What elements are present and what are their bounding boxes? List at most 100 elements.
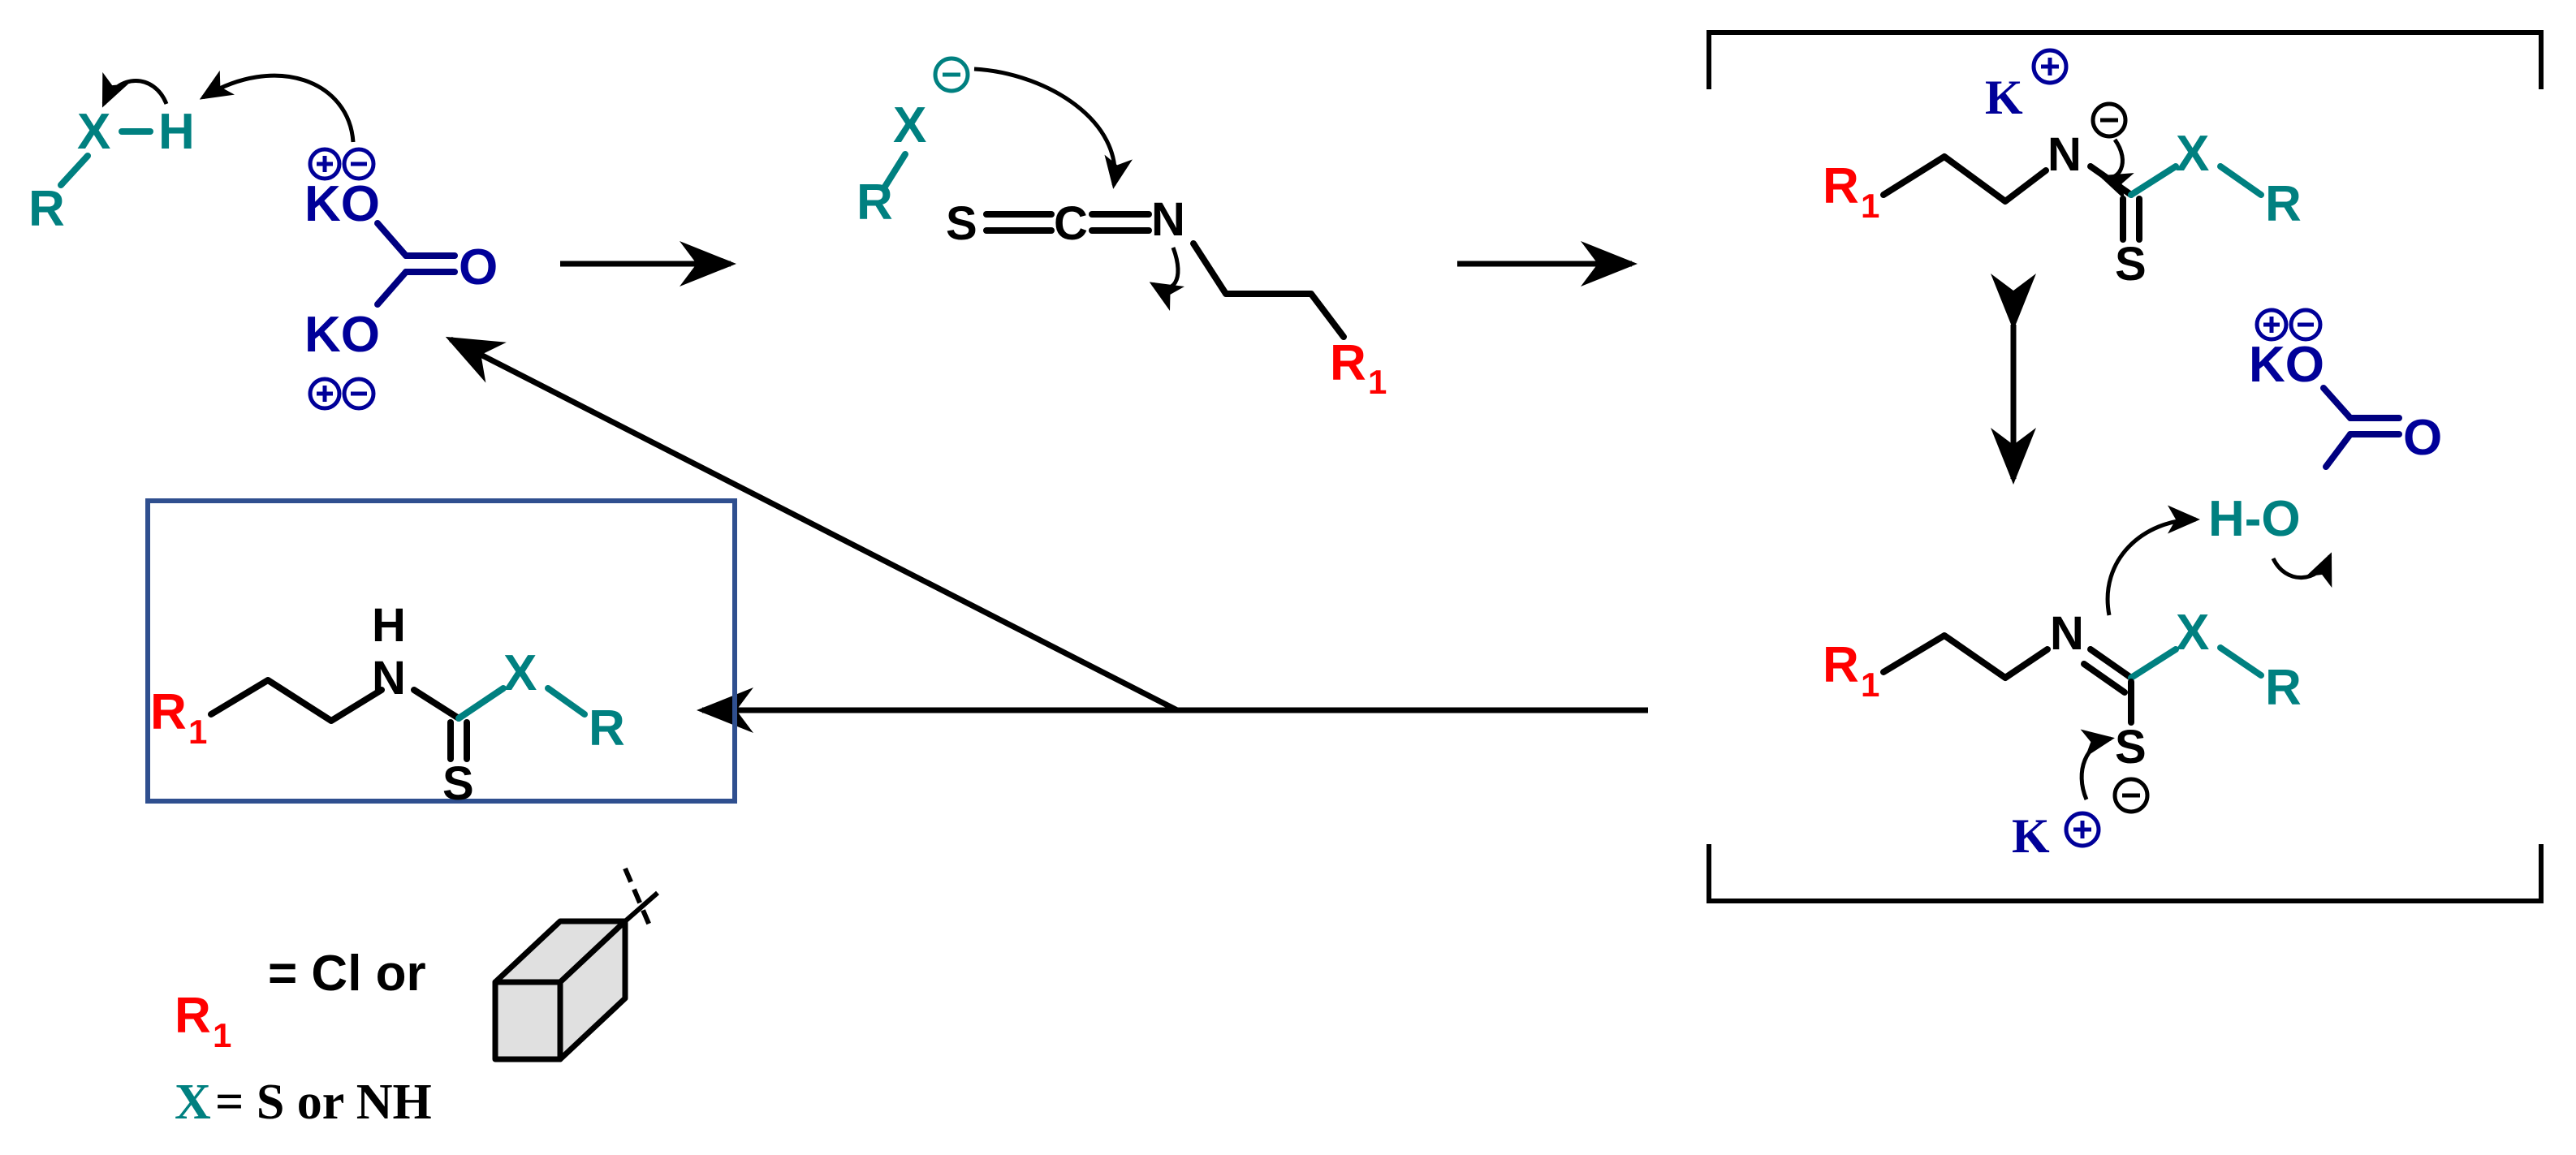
minus-charge-icon bbox=[2289, 308, 2323, 342]
atom-c: C bbox=[1054, 197, 1088, 250]
atom-h-o: H-O bbox=[2208, 491, 2301, 547]
legend-r1-text: = Cl or bbox=[268, 946, 426, 1002]
atom-x: X bbox=[503, 645, 537, 701]
curly-arrow-k bbox=[2079, 729, 2115, 800]
legend-r1-sub: 1 bbox=[213, 1016, 231, 1054]
ethyl-chain bbox=[208, 677, 385, 724]
atom-r: R bbox=[28, 181, 65, 237]
curly-arrow-o-to-h bbox=[199, 70, 356, 143]
circle-shape bbox=[308, 377, 342, 411]
legend-x-symbol: X bbox=[175, 1075, 211, 1130]
atom-r1: R bbox=[150, 684, 187, 740]
atom-k: K bbox=[2012, 809, 2050, 863]
line-shape bbox=[623, 867, 652, 927]
legend-x-text: = S or NH bbox=[215, 1075, 432, 1130]
atom-ko-bottom: KO bbox=[304, 307, 380, 363]
bond-n-c bbox=[2087, 163, 2134, 198]
atom-r1: R bbox=[1330, 335, 1366, 391]
circle-shape bbox=[342, 377, 376, 411]
circle-shape bbox=[2031, 48, 2069, 85]
bond-r-x bbox=[58, 153, 91, 188]
polygon-shape bbox=[492, 979, 563, 1062]
product-box bbox=[145, 498, 737, 804]
curly-arrow-n bbox=[1149, 247, 1185, 311]
atom-x: X bbox=[2176, 126, 2209, 182]
atom-s: S bbox=[442, 757, 474, 810]
minus-charge-icon bbox=[933, 56, 970, 93]
atom-r1: R bbox=[1823, 158, 1859, 214]
circle-shape bbox=[2112, 777, 2150, 814]
nucleophile-attack: X R S C N R 1 bbox=[857, 56, 1387, 401]
regeneration-arrow bbox=[445, 336, 1179, 713]
atom-r1-sub: 1 bbox=[188, 713, 207, 751]
minus-charge-icon bbox=[2091, 101, 2128, 139]
plus-charge-icon bbox=[308, 377, 342, 411]
bond-c-x bbox=[2128, 163, 2179, 198]
minus-charge-icon bbox=[342, 147, 376, 181]
plus-charge-icon bbox=[2255, 308, 2289, 342]
atom-r: R bbox=[2265, 176, 2302, 232]
bond-n-c-2 bbox=[2081, 661, 2128, 696]
bond-x-r bbox=[2217, 644, 2264, 679]
atom-x: X bbox=[77, 104, 110, 160]
curly-arrow-n-to-h bbox=[2105, 505, 2200, 616]
circle-shape bbox=[2255, 308, 2289, 342]
bond-c-x bbox=[455, 685, 507, 722]
atom-x: X bbox=[893, 97, 926, 153]
curly-arrow-h-to-x bbox=[101, 71, 169, 108]
plus-charge-icon bbox=[2031, 48, 2069, 85]
atom-ko-top: KO bbox=[304, 176, 380, 232]
atom-r: R bbox=[857, 175, 893, 231]
intermediate-anion-s: R 1 N X R S K bbox=[1823, 505, 2302, 863]
bond-c-x bbox=[2128, 646, 2179, 681]
bond-r-x bbox=[882, 151, 908, 190]
atom-h: H bbox=[372, 599, 406, 652]
bond-x-r bbox=[2217, 163, 2264, 198]
minus-charge-icon bbox=[2112, 777, 2150, 814]
reactant-thiol-amine: X H R bbox=[28, 71, 195, 237]
potassium-bicarbonate: KO O H-O bbox=[2208, 308, 2442, 588]
circle-shape bbox=[933, 56, 970, 93]
bond-c-oh bbox=[2323, 431, 2354, 470]
bond-n-c-1 bbox=[2087, 646, 2134, 681]
atom-k: K bbox=[1985, 71, 2023, 124]
bond-c-o-bottom bbox=[374, 269, 409, 308]
circle-shape bbox=[2091, 101, 2128, 139]
intermediate-anion-n: K R 1 N X R S bbox=[1823, 48, 2302, 291]
atom-r1-sub: 1 bbox=[1368, 363, 1387, 401]
curly-arrow-x-to-c bbox=[973, 67, 1133, 189]
atom-r1: R bbox=[1823, 637, 1859, 693]
bond-x-r bbox=[545, 685, 588, 718]
bracket-bottom bbox=[1707, 844, 2544, 903]
product-thiourea: R 1 H N X R S bbox=[150, 599, 625, 810]
bond-n-c bbox=[411, 687, 462, 722]
ethyl-chain bbox=[1880, 632, 2051, 681]
atom-ko: KO bbox=[2249, 337, 2324, 393]
atom-r: R bbox=[2265, 660, 2302, 716]
atom-s: S bbox=[2115, 238, 2147, 291]
atom-o-carbonyl: O bbox=[459, 239, 498, 295]
atom-n: N bbox=[1151, 193, 1185, 246]
circle-shape bbox=[2064, 811, 2101, 848]
circle-shape bbox=[2289, 308, 2323, 342]
atom-n: N bbox=[372, 652, 406, 705]
ethyl-chain bbox=[1880, 153, 2049, 205]
legend-r1-symbol: R bbox=[175, 988, 211, 1044]
atom-h: H bbox=[158, 104, 195, 160]
plus-charge-icon bbox=[2064, 811, 2101, 848]
bond-o-c-top bbox=[374, 220, 409, 259]
line-shape bbox=[624, 890, 659, 924]
ethyl-chain bbox=[1190, 240, 1347, 340]
plus-charge-icon bbox=[308, 147, 342, 181]
atom-s: S bbox=[946, 197, 977, 250]
bond-o-c bbox=[2320, 385, 2354, 421]
curly-arrow-o bbox=[2271, 552, 2332, 588]
atom-r1-sub: 1 bbox=[1861, 187, 1879, 225]
atom-n: N bbox=[2050, 607, 2084, 660]
atom-s: S bbox=[2115, 721, 2147, 774]
cubane-icon bbox=[492, 867, 659, 1062]
potassium-carbonate: KO O KO bbox=[199, 70, 498, 411]
circle-shape bbox=[308, 147, 342, 181]
atom-n: N bbox=[2047, 128, 2082, 181]
